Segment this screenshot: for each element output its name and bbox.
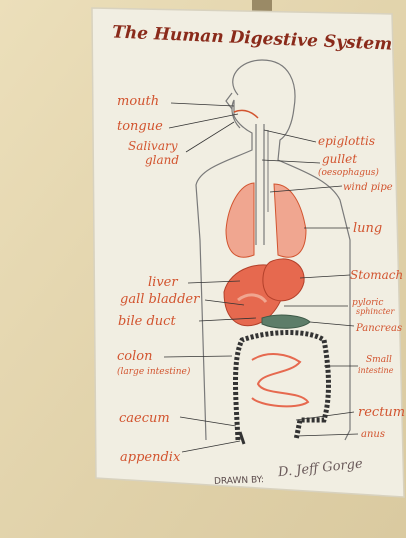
label-appendix: appendix	[120, 450, 181, 465]
label-anus: anus	[361, 429, 385, 440]
label-salivary-gland: gland	[145, 153, 179, 167]
label-epiglottis: epiglottis	[318, 134, 375, 148]
label-mouth: mouth	[117, 94, 159, 109]
label-colon: colon	[117, 349, 152, 364]
label-rectum: rectum	[358, 405, 405, 420]
label-bile-duct: bile duct	[118, 314, 176, 329]
label-caecum: caecum	[119, 411, 170, 426]
label-stomach: Stomach	[350, 268, 403, 282]
label-small: Small	[366, 355, 392, 365]
stomach-organ	[263, 259, 304, 301]
label-tongue: tongue	[117, 119, 163, 134]
label-lung: lung	[353, 221, 382, 236]
drawn-by-label: DRAWN BY:	[214, 475, 264, 487]
label-windpipe: wind pipe	[343, 182, 393, 193]
label-gall-bladder: gall bladder	[120, 292, 200, 307]
label-gullet-sub: (oesophagus)	[318, 167, 379, 178]
label-sphincter: sphincter	[356, 307, 396, 316]
label-salivary: Salivary	[128, 139, 178, 153]
label-gullet: gullet	[322, 152, 357, 166]
label-small-intestine: intestine	[358, 366, 394, 375]
label-colon-sub: (large intestine)	[117, 366, 191, 377]
label-liver: liver	[148, 275, 178, 290]
label-pancreas: Pancreas	[355, 323, 402, 334]
